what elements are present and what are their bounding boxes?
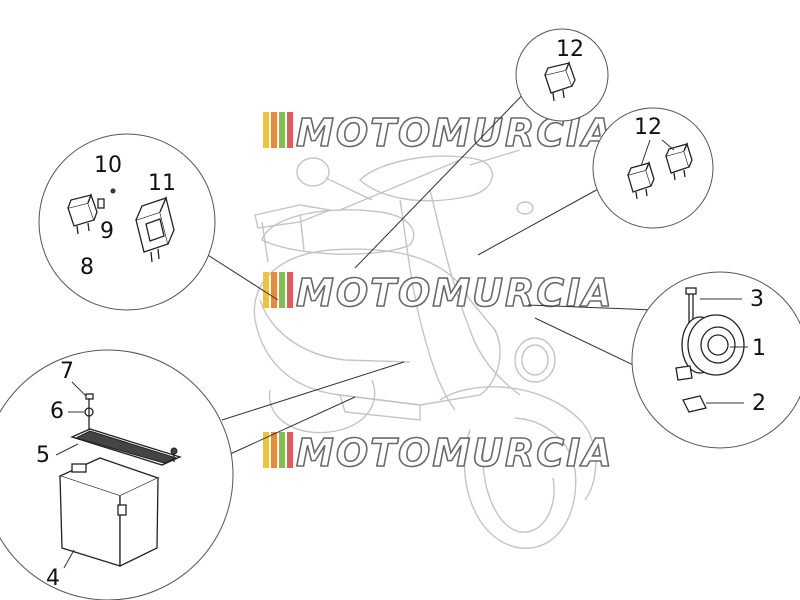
- part-label-12: 12: [634, 115, 662, 140]
- part-label-12: 12: [556, 37, 584, 62]
- callout-leaders: [199, 81, 656, 456]
- scooter-outline: [253, 149, 597, 549]
- part-label-7: 7: [60, 359, 74, 384]
- callout-relay-top: 12: [515, 28, 609, 122]
- part-label-8: 8: [80, 255, 94, 280]
- callout-horn: 3 1 2: [631, 271, 800, 449]
- part-label-9: 9: [100, 219, 114, 244]
- part-label-4: 4: [46, 566, 60, 591]
- watermark-text: MOTOMURCIA: [296, 431, 614, 475]
- part-label-2: 2: [752, 391, 766, 416]
- callout-relays-right: 12: [592, 107, 714, 229]
- part-label-5: 5: [36, 443, 50, 468]
- watermark-text: MOTOMURCIA: [296, 271, 614, 315]
- watermark-text: MOTOMURCIA: [296, 111, 614, 155]
- part-label-10: 10: [94, 153, 122, 178]
- callout-relays-left: 10 11 9 8: [38, 133, 216, 311]
- part-label-1: 1: [752, 336, 766, 361]
- watermark-middle: MOTOMURCIA: [263, 270, 614, 316]
- part-label-3: 3: [750, 287, 764, 312]
- callout-battery: 7 6 5 4: [0, 349, 234, 600]
- part-label-11: 11: [148, 171, 176, 196]
- watermark-top: MOTOMURCIA: [263, 110, 614, 156]
- part-label-6: 6: [50, 399, 64, 424]
- watermark-bottom: MOTOMURCIA: [263, 430, 614, 476]
